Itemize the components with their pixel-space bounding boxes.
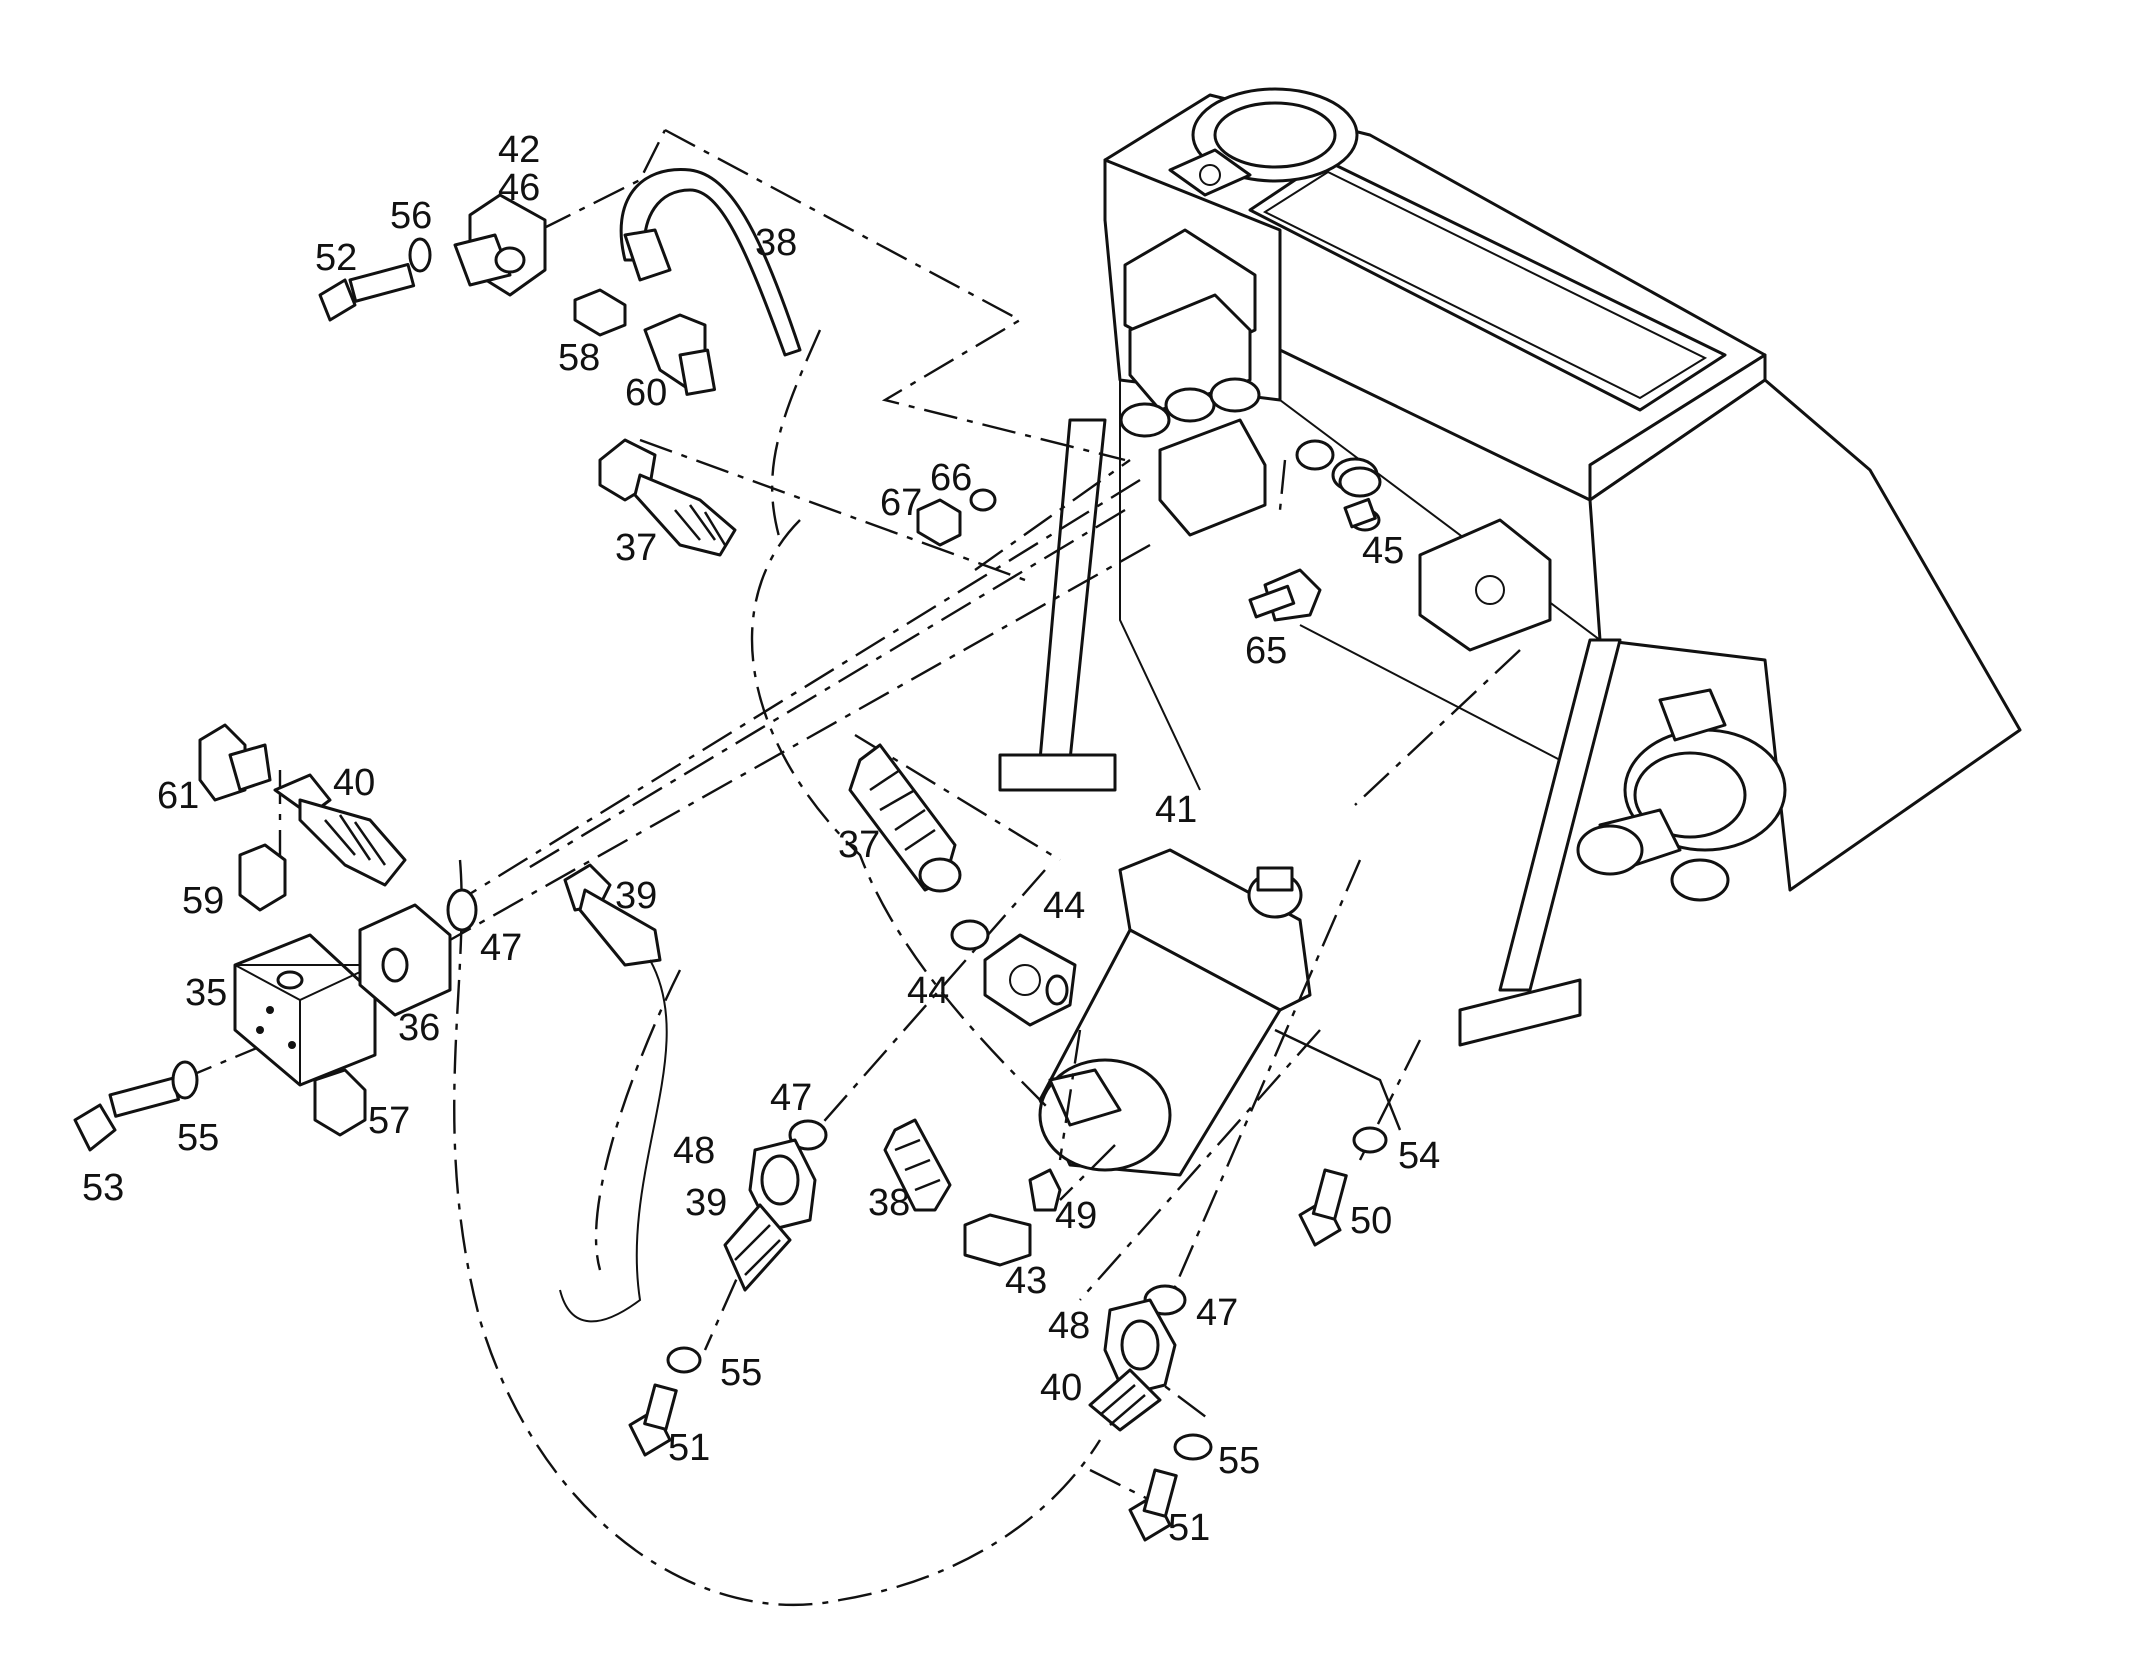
callout-66: 66 xyxy=(930,457,972,499)
callout-44: 44 xyxy=(907,970,949,1012)
callout-35: 35 xyxy=(185,972,227,1014)
callout-60: 60 xyxy=(625,372,667,414)
callout-58: 58 xyxy=(558,337,600,379)
callout-45: 45 xyxy=(1362,530,1404,572)
parts-lower-middle xyxy=(628,1118,1062,1457)
bracket-lines xyxy=(1274,1028,1402,1131)
callout-52: 52 xyxy=(315,237,357,279)
callout-53: 53 xyxy=(82,1167,124,1209)
callout-46: 46 xyxy=(498,167,540,209)
callout-37: 37 xyxy=(615,527,657,569)
callout-55: 55 xyxy=(720,1352,762,1394)
callout-39: 39 xyxy=(685,1182,727,1224)
callout-44: 44 xyxy=(1043,885,1085,927)
callout-38: 38 xyxy=(868,1182,910,1224)
callout-57: 57 xyxy=(368,1100,410,1142)
callout-47: 47 xyxy=(770,1077,812,1119)
callout-55: 55 xyxy=(177,1117,219,1159)
callout-37: 37 xyxy=(838,824,880,866)
callout-65: 65 xyxy=(1245,630,1287,672)
parts-top-left xyxy=(318,168,802,396)
hose-fitting-37-upper xyxy=(598,438,737,557)
callout-38: 38 xyxy=(755,222,797,264)
nut-sleeve xyxy=(916,488,997,547)
frame-legs xyxy=(998,418,1622,1047)
callout-50: 50 xyxy=(1350,1200,1392,1242)
callout-40: 40 xyxy=(1040,1367,1082,1409)
callout-42: 42 xyxy=(498,129,540,171)
callout-51: 51 xyxy=(1168,1507,1210,1549)
callout-48: 48 xyxy=(1048,1305,1090,1347)
callout-48: 48 xyxy=(673,1130,715,1172)
callout-67: 67 xyxy=(880,482,922,524)
callout-36: 36 xyxy=(398,1007,440,1049)
machine-housing xyxy=(1103,87,2022,892)
callout-56: 56 xyxy=(390,195,432,237)
callout-39: 39 xyxy=(615,875,657,917)
parts-middle-group xyxy=(559,743,1077,1323)
parts-left-group xyxy=(73,723,478,1152)
hydraulic-motor xyxy=(1038,848,1312,1177)
callout-43: 43 xyxy=(1005,1260,1047,1302)
callout-40: 40 xyxy=(333,762,375,804)
callout-59: 59 xyxy=(182,880,224,922)
pump-assembly xyxy=(1576,688,1787,902)
callout-labels: 42 46 56 52 38 58 60 66 67 37 45 65 61 4… xyxy=(82,129,1440,1549)
callout-61: 61 xyxy=(157,775,199,817)
parts-lower-right xyxy=(1088,1126,1388,1542)
callout-55: 55 xyxy=(1218,1440,1260,1482)
callout-47: 47 xyxy=(1196,1292,1238,1334)
fittings-45-65 xyxy=(1248,466,1382,622)
callout-51: 51 xyxy=(668,1427,710,1469)
callout-47: 47 xyxy=(480,927,522,969)
callout-41: 41 xyxy=(1155,789,1197,831)
callout-54: 54 xyxy=(1398,1135,1440,1177)
leader-lines xyxy=(179,128,1521,1606)
callout-49: 49 xyxy=(1055,1195,1097,1237)
